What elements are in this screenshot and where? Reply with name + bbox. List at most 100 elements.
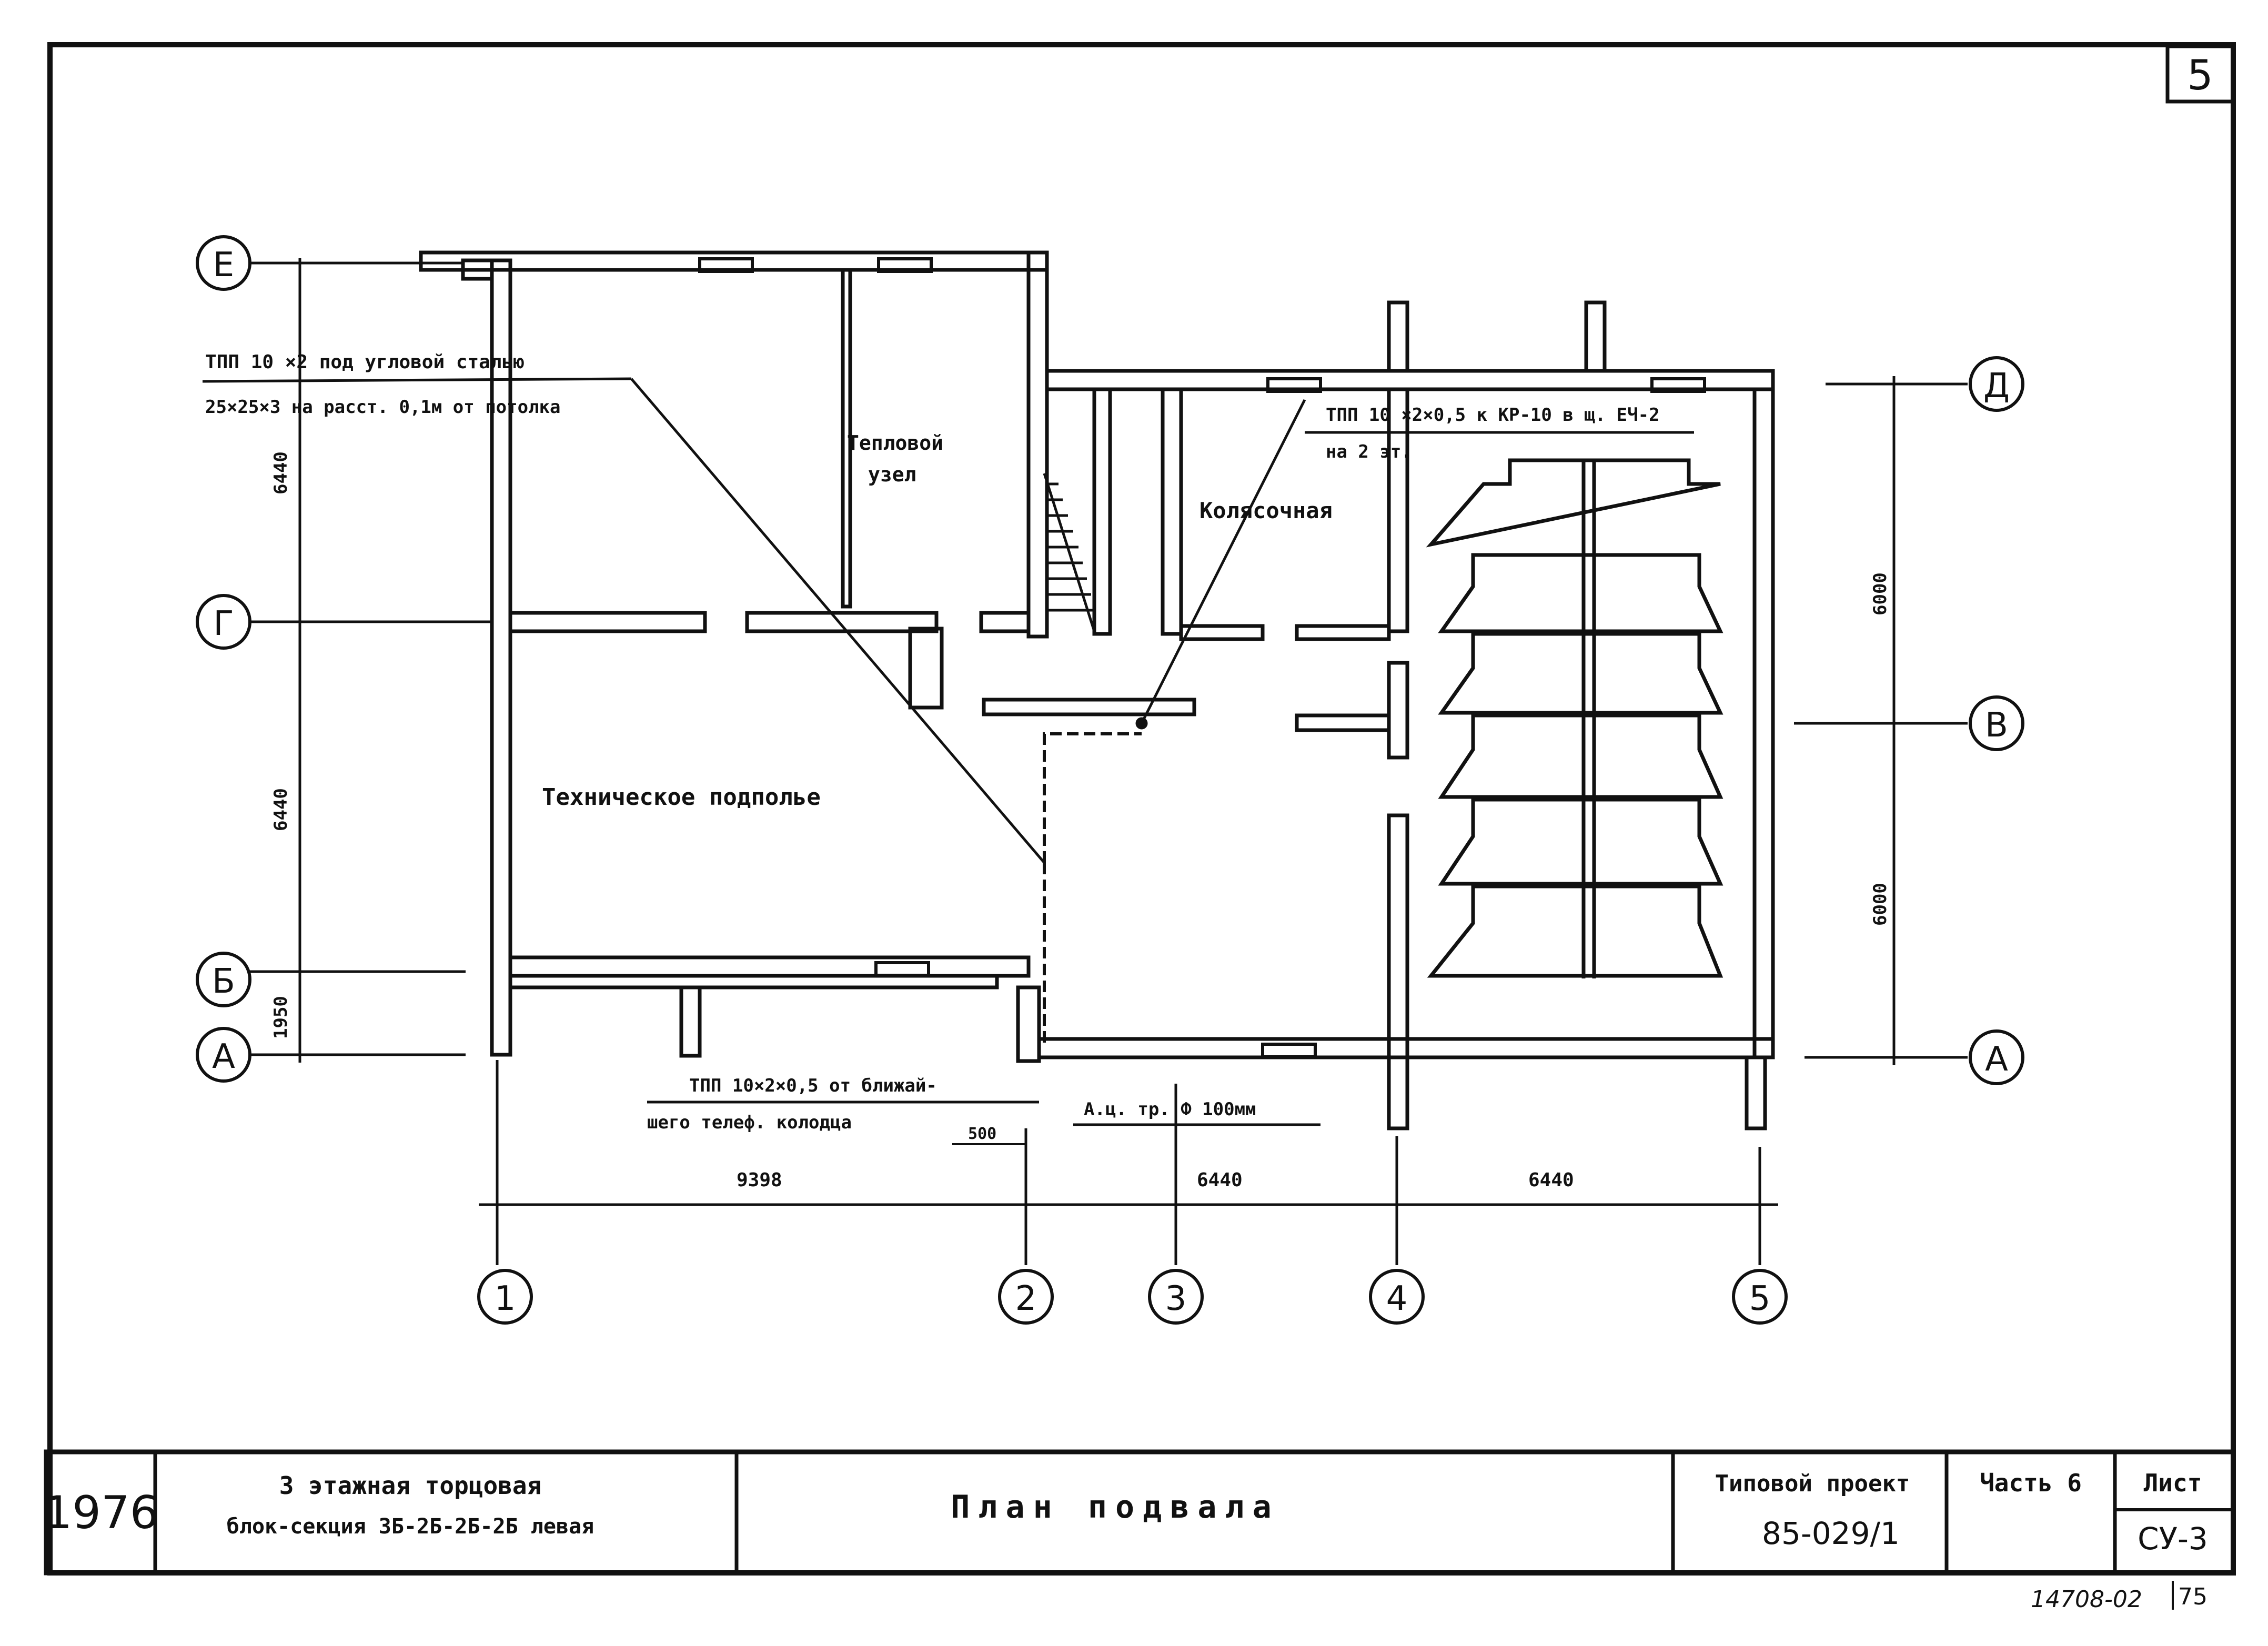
footer: 14708-02 75 [2031,1581,2207,1613]
room-tech-underfloor: Техническое подполье [542,784,821,811]
axis-bubble-3 [1148,1269,1204,1325]
room-heat-unit-1: Тепловой [847,431,943,455]
title-description-2: блок-секция 3Б-2Б-2Б-2Б левая [227,1514,594,1539]
dim-left-2: 6440 [270,788,291,831]
wall-axis-G-left [508,611,707,633]
axis-label-V: В [1985,706,2008,745]
axis-bubble-V [1969,695,2024,751]
axis-label-2: 2 [1015,1279,1037,1318]
axis-bubble-B [196,952,251,1007]
note-cable-top-right-2: на 2 эт. [1326,441,1412,462]
title-project-number: 85-029/1 [1762,1516,1900,1551]
dim-right-1: 6000 [1870,572,1891,615]
axis-left: Е Г Б А 6440 6440 1950 [196,235,492,1083]
wall-axis-G-mid [745,611,939,633]
axis-bubble-4 [1369,1269,1425,1325]
wall-vestibule [1295,713,1391,732]
axis-label-4: 4 [1386,1279,1408,1318]
sheet-number: 5 [2187,52,2213,99]
axis-label-5: 5 [1749,1279,1771,1318]
axis-label-B: Б [212,962,235,1001]
wall-axis-4-lower [1387,813,1409,1130]
dim-bottom-1: 9398 [737,1169,782,1191]
wall-stub-A [679,985,702,1058]
wall-stub-top-left [461,258,494,281]
windows [698,257,1706,1058]
note-cable-bottom-2: шего телеф. колодца [647,1112,852,1133]
wall-stub-bottom-4 [1387,1055,1409,1130]
wall-axis-E [419,250,1049,272]
stair [1043,473,1096,632]
wall-stub-top-4 [1387,300,1409,373]
axis-bubble-E [196,235,251,291]
wall-stroller-bottom [1179,624,1265,641]
axis-label-E: Е [213,246,234,285]
cable-routes [630,378,1306,1047]
dim-bottom-3: 6440 [1528,1169,1574,1191]
wall-axis-D [1045,369,1775,391]
title-project-label: Типовой проект [1715,1470,1910,1497]
wall-axis-1 [490,258,512,1057]
axis-label-1: 1 [495,1279,516,1318]
wall-axis-A-left [508,974,999,989]
title-year: 1976 [44,1487,159,1539]
axis-bubble-D [1969,356,2024,412]
wall-stair-right [1092,387,1112,636]
axis-bottom: 1 2 3 4 5 9398 6440 6440 500 [477,1060,1788,1325]
wall-stroller-left [1161,387,1183,636]
cable-notes: ТПП 10 ×2 под угловой сталью 25×25×3 на … [202,351,1694,1133]
dim-left-3: 1950 [270,996,291,1039]
dim-left-1: 6440 [270,451,291,494]
axis-label-A: А [212,1037,235,1076]
title-block: 1976 3 этажная торцовая блок-секция 3Б-2… [44,1449,2236,1576]
room-stroller: Колясочная [1199,498,1333,523]
axis-label-A-right: А [1985,1040,2008,1079]
axis-bubble-G [196,594,251,650]
wall-axis-4-mid [1387,661,1409,760]
archive-number: 14708-02 [2031,1586,2142,1613]
axis-bubble-5 [1732,1269,1788,1325]
axis-bubble-2 [998,1269,1054,1325]
note-cable-top-left-1: ТПП 10 ×2 под угловой сталью [205,351,525,373]
room-labels: Тепловой узел Колясочная Техническое под… [542,431,1333,811]
note-cable-top-right-1: ТПП 10 ×2×0,5 к КР-10 в щ. ЕЧ-2 [1326,405,1660,426]
axis-label-D: Д [1983,367,2010,406]
sheet-frame: 5 [47,42,2236,1576]
walls [419,250,1775,1130]
balcony-stack [1426,458,1723,978]
dim-bottom-2: 6440 [1197,1169,1243,1191]
room-heat-unit-2: узел [868,463,916,486]
axis-label-G: Г [213,604,234,643]
title-drawing-name: План подвала [951,1489,1279,1526]
wall-corridor-post [908,627,944,710]
axis-bubble-A [196,1027,251,1083]
wall-axis-G-right [979,611,1031,633]
wall-left-block-right [1026,250,1049,639]
wall-stroller-bottom-r [1295,624,1391,641]
title-description-1: 3 этажная торцовая [279,1471,542,1500]
wall-axis-B [508,955,1031,978]
axis-bubble-1 [477,1269,533,1325]
note-cable-top-left-2: 25×25×3 на расст. 0,1м от потолка [205,397,561,418]
wall-corridor [982,698,1196,716]
partition-heat-unit [841,268,852,609]
wall-stub-bottom-5 [1745,1055,1767,1130]
wall-col-2-bottom [1016,985,1041,1063]
wall-stub-top-5 [1584,300,1607,373]
axis-right: Д В А 6000 6000 [1794,356,2024,1085]
wall-axis-5 [1752,387,1775,1059]
dim-offset: 500 [968,1125,996,1143]
wall-axis-4-upper [1387,387,1409,633]
title-sheet-code: СУ-3 [2138,1521,2208,1557]
page-number: 75 [2178,1583,2207,1610]
title-part: Часть 6 [1980,1469,2082,1497]
axis-label-3: 3 [1165,1279,1187,1318]
axis-bubble-A-right [1969,1029,2024,1085]
sheet-number-box [2165,44,2235,104]
title-sheet-label: Лист [2144,1469,2202,1497]
note-cable-bottom-1: ТПП 10×2×0,5 от ближай- [689,1075,937,1096]
note-pipe: А.ц. тр. Ф 100мм [1084,1099,1256,1120]
dim-right-2: 6000 [1870,883,1891,926]
